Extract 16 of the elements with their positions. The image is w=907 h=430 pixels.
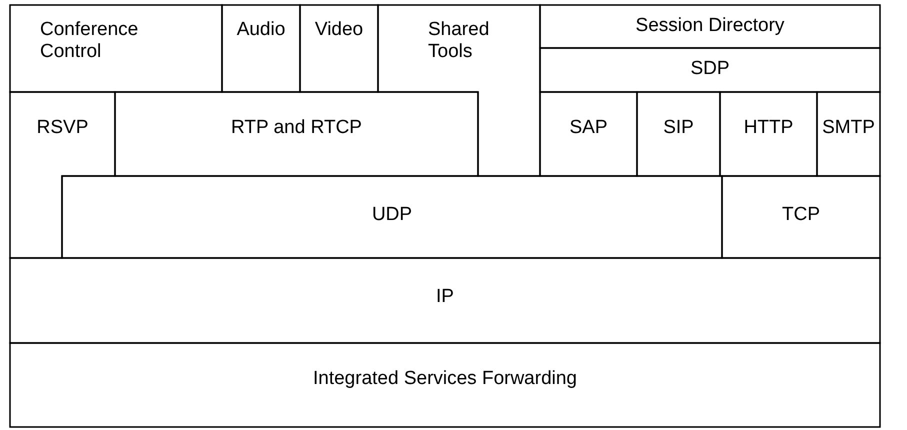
layer-label: UDP [370,204,414,226]
layer-label: Video [314,19,364,41]
layer-label: SIP [662,117,695,139]
layer-label: Conference Control [40,19,140,63]
layer-label: RTP and RTCP [230,117,363,139]
layer-label: Audio [236,19,286,41]
layer-label: SAP [568,117,609,139]
layer-label: Integrated Services Forwarding [312,368,578,390]
layer-label: TCP [781,204,821,226]
layer-label: Session Directory [634,15,786,37]
layer-label: SMTP [821,117,876,139]
layer-label: RSVP [36,117,90,139]
layer-label: IP [435,286,455,308]
layer-label: Shared Tools [428,19,490,63]
layer-label: HTTP [742,117,794,139]
layer-label: SDP [689,58,731,80]
